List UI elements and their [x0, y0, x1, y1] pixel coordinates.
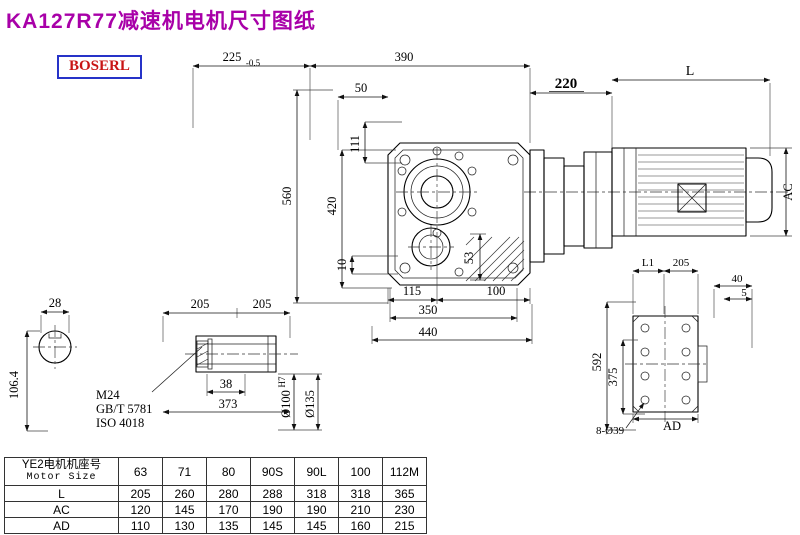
boserl-logo: BOSERL: [57, 55, 142, 79]
table-cell: 260: [162, 485, 207, 502]
dim-560: 560: [280, 187, 294, 206]
dim-115: 115: [403, 284, 421, 298]
dim-L1: L1: [642, 257, 654, 269]
page-title: KA127R77减速机电机尺寸图纸: [6, 10, 316, 33]
dim-111: 111: [348, 135, 362, 153]
dim-373: 373: [219, 397, 238, 411]
table-header-row: YE2电机机座号 Motor Size 63 71 80 90S 90L 100…: [4, 457, 427, 486]
dim-440: 440: [419, 325, 438, 339]
table-cell: 170: [206, 501, 251, 518]
table-cell: 365: [382, 485, 427, 502]
dim-350: 350: [419, 303, 438, 317]
dim-205-c: 205: [673, 257, 690, 269]
table-cell: 318: [294, 485, 339, 502]
dim-dia135: Ø135: [303, 390, 317, 418]
table-row-L: L 205 260 280 288 318 318 365: [4, 485, 427, 502]
table-cell: 120: [118, 501, 163, 518]
motor-side-view: [524, 147, 788, 263]
dim-28: 28: [49, 296, 62, 310]
dim-8-holes: 8-Ø39: [596, 425, 625, 437]
column-71: 71: [162, 457, 207, 486]
label-iso4018: ISO 4018: [96, 416, 144, 430]
dim-40: 40: [732, 273, 744, 285]
dim-592: 592: [590, 353, 604, 372]
table-cell: 145: [162, 501, 207, 518]
dim-220: 220: [555, 76, 578, 92]
hollow-shaft-section-view: [185, 335, 298, 373]
table-cell: 280: [206, 485, 251, 502]
column-80: 80: [206, 457, 251, 486]
motor-size-table: YE2电机机座号 Motor Size 63 71 80 90S 90L 100…: [4, 457, 427, 534]
dimension-lines: [24, 63, 792, 432]
table-cell: 190: [294, 501, 339, 518]
table-cell: 215: [382, 517, 427, 534]
column-90s: 90S: [250, 457, 295, 486]
logo-text: BOSERL: [69, 58, 130, 74]
table-header-motor-size: YE2电机机座号 Motor Size: [4, 457, 119, 486]
row-label-AD: AD: [4, 517, 119, 534]
dim-390: 390: [395, 50, 414, 64]
row-label-AC: AC: [4, 501, 119, 518]
table-cell: 288: [250, 485, 295, 502]
dim-50: 50: [355, 81, 368, 95]
dim-205-a: 205: [191, 297, 210, 311]
column-100: 100: [338, 457, 383, 486]
dim-420: 420: [325, 197, 339, 216]
shaft-end-view: [33, 325, 77, 369]
table-cell: 130: [162, 517, 207, 534]
dim-225: 225: [223, 50, 242, 64]
dimension-labels: 225 -0.5 390 50 220 L 560 420 111 10 115…: [7, 50, 795, 437]
dim-5: 5: [741, 287, 747, 299]
dim-dia100: Ø100: [279, 390, 293, 418]
dim-AD: AD: [663, 419, 681, 433]
table-cell: 110: [118, 517, 163, 534]
table-cell: 210: [338, 501, 383, 518]
label-m24: M24: [96, 388, 120, 402]
table-cell: 230: [382, 501, 427, 518]
dim-375: 375: [606, 368, 620, 387]
table-cell: 205: [118, 485, 163, 502]
dim-AC: AC: [781, 183, 795, 200]
dim-225-tolerance: -0.5: [246, 58, 261, 68]
dim-dia100-tolerance: H7: [277, 376, 287, 387]
dim-205-b: 205: [253, 297, 272, 311]
dim-L: L: [686, 64, 695, 79]
table-cell: 190: [250, 501, 295, 518]
gearbox-front-view: [387, 142, 531, 286]
dim-106-4: 106.4: [7, 370, 21, 399]
row-label-L: L: [4, 485, 119, 502]
table-cell: 135: [206, 517, 251, 534]
table-row-AC: AC 120 145 170 190 190 210 230: [4, 501, 427, 518]
column-63: 63: [118, 457, 163, 486]
label-gbt5781: GB/T 5781: [96, 402, 152, 416]
table-cell: 318: [338, 485, 383, 502]
flange-rear-view: [625, 306, 709, 422]
table-header-cn: YE2电机机座号: [21, 459, 102, 471]
dim-38: 38: [220, 377, 233, 391]
table-cell: 145: [294, 517, 339, 534]
table-row-AD: AD 110 130 135 145 145 160 215: [4, 517, 427, 534]
table-header-en: Motor Size: [26, 472, 97, 483]
table-cell: 160: [338, 517, 383, 534]
table-cell: 145: [250, 517, 295, 534]
column-90l: 90L: [294, 457, 339, 486]
dim-53: 53: [462, 252, 476, 265]
dim-100: 100: [487, 284, 506, 298]
column-112m: 112M: [382, 457, 427, 486]
dim-10: 10: [335, 259, 349, 272]
